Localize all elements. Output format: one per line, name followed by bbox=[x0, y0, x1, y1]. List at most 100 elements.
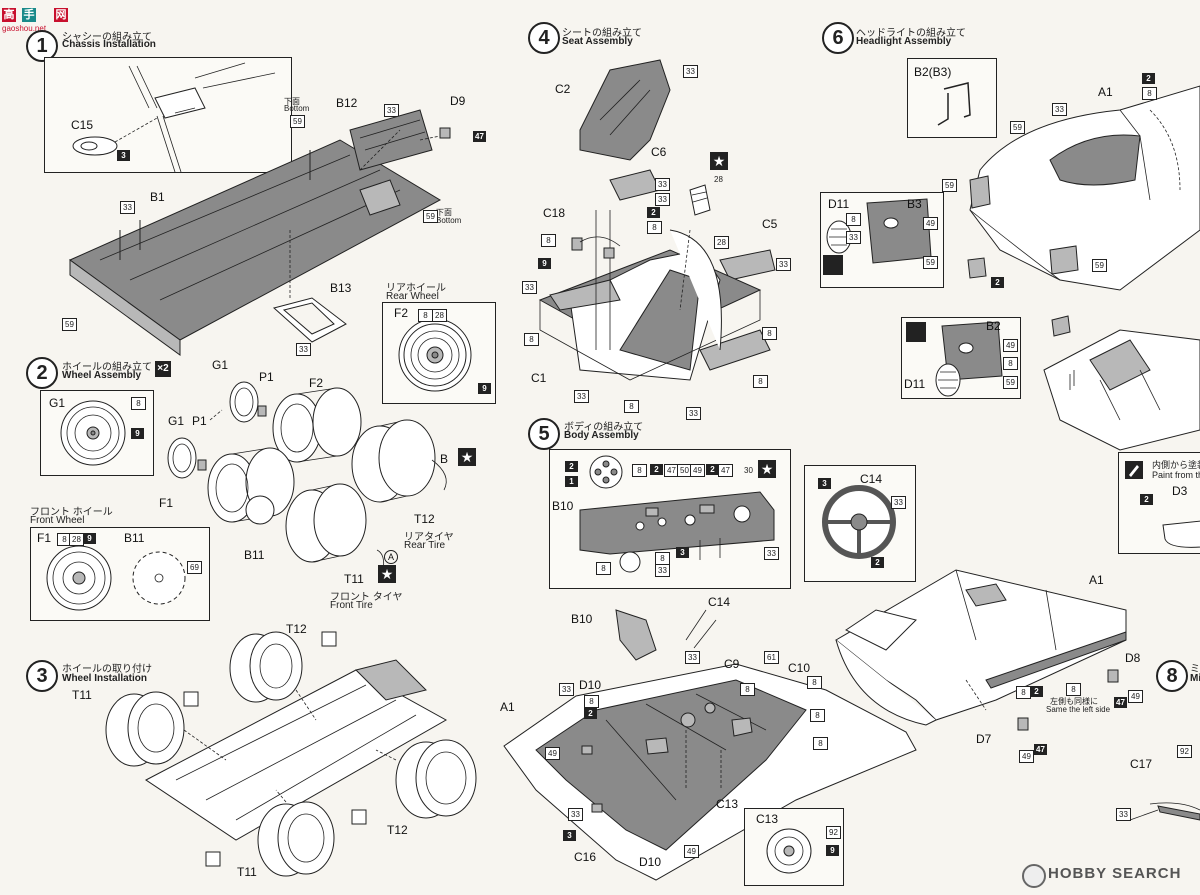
paint-code-8: 8 bbox=[131, 397, 146, 410]
paint-code-8: 8 bbox=[1066, 683, 1081, 696]
steering-wheel-box bbox=[804, 465, 916, 582]
headlight-bracket-box bbox=[907, 58, 997, 138]
watermark-logo-char: 高 bbox=[2, 8, 16, 22]
part-label-c9: C9 bbox=[724, 657, 740, 671]
paint-inside-en: Paint from the bbox=[1152, 470, 1200, 480]
paint-note-drawing bbox=[1125, 461, 1200, 548]
paint-code-28: 28 bbox=[432, 309, 447, 322]
watermark-logo-char: 网 bbox=[54, 8, 68, 22]
paint-code-28: 28 bbox=[69, 533, 84, 546]
paint-code-2: 2 bbox=[1030, 686, 1043, 697]
paint-code-33: 33 bbox=[1052, 103, 1067, 116]
watermark-site: gaoshou.net bbox=[2, 24, 47, 33]
part-label-a1: A1 bbox=[1089, 573, 1104, 587]
paint-code-49: 49 bbox=[1019, 750, 1034, 763]
paint-code-33: 33 bbox=[764, 547, 779, 560]
paint-code-47: 47 bbox=[718, 464, 733, 477]
paint-code-47: 47 bbox=[1034, 744, 1047, 755]
chassis-drawing bbox=[69, 109, 451, 356]
paint-code-33: 33 bbox=[846, 231, 861, 244]
seat-assembly-drawing bbox=[538, 59, 776, 381]
star-icon: ★ bbox=[378, 565, 396, 583]
part-label-f2: F2 bbox=[394, 306, 409, 320]
part-label-d8: D8 bbox=[1125, 651, 1141, 665]
paint-code-59: 59 bbox=[423, 210, 438, 223]
paint-code-61: 61 bbox=[764, 651, 779, 664]
part-label-d11: D11 bbox=[828, 197, 850, 211]
part-label-p1: P1 bbox=[259, 370, 274, 384]
hobby-search-watermark: HOBBY SEARCH bbox=[1048, 865, 1182, 882]
part-label-c13: C13 bbox=[716, 797, 739, 811]
part-label-b2: B2 bbox=[986, 319, 1001, 333]
part-label-f1: F1 bbox=[159, 496, 174, 510]
paint-code-59: 59 bbox=[1003, 376, 1018, 389]
paint-note-box bbox=[1118, 452, 1200, 554]
part-label-t11: T11 bbox=[72, 688, 92, 702]
part-label-c18: C18 bbox=[543, 206, 566, 220]
paint-code-92: 92 bbox=[1177, 745, 1192, 758]
step-1-title-en: Chassis Installation bbox=[62, 39, 156, 50]
paint-code-33: 33 bbox=[120, 201, 135, 214]
paint-code-59: 59 bbox=[1010, 121, 1025, 134]
star-icon: ★ bbox=[758, 460, 776, 478]
paint-code-8: 8 bbox=[846, 213, 861, 226]
c15-detail-drawing bbox=[72, 62, 276, 173]
rear-wheel-en: Rear Wheel bbox=[386, 291, 439, 302]
paint-code-8: 8 bbox=[418, 309, 433, 322]
star-icon: ★ bbox=[710, 152, 728, 170]
part-label-d10: D10 bbox=[639, 855, 662, 869]
part-label-a1: A1 bbox=[1098, 85, 1113, 99]
paint-code-9: 9 bbox=[83, 533, 96, 544]
paint-code-49: 49 bbox=[923, 217, 938, 230]
rear-wheel-jp: リアホイール bbox=[386, 283, 446, 294]
paint-code-33: 33 bbox=[683, 65, 698, 78]
step-5-title-en: Body Assembly bbox=[564, 430, 639, 441]
step-1-detail-box bbox=[44, 57, 292, 173]
part-label-c14: C14 bbox=[860, 472, 883, 486]
paint-code-33: 33 bbox=[655, 564, 670, 577]
step-4-title-jp: シートの組み立て bbox=[562, 28, 642, 39]
b13-drawing bbox=[272, 297, 347, 343]
paint-code-1: 1 bbox=[565, 476, 578, 487]
part-label-p1: P1 bbox=[192, 414, 207, 428]
part-label-b2b3: B2(B3) bbox=[914, 65, 952, 79]
paint-code-33: 33 bbox=[574, 390, 589, 403]
part-label-b11: B11 bbox=[124, 531, 145, 545]
front-tire-en: Front Tire bbox=[330, 600, 373, 611]
front-tire-jp: フロント タイヤ bbox=[330, 592, 403, 603]
paint-code-9: 9 bbox=[131, 428, 144, 439]
paint-code-8: 8 bbox=[740, 683, 755, 696]
paint-code-8: 8 bbox=[810, 709, 825, 722]
paint-code-3: 3 bbox=[563, 830, 576, 841]
wheel-assembly-drawing bbox=[167, 381, 447, 576]
paint-code-33: 33 bbox=[655, 193, 670, 206]
paint-code-2: 2 bbox=[991, 277, 1004, 288]
bottom-label-jp-2: 下面 bbox=[436, 208, 452, 217]
headlight-d11-box-2 bbox=[901, 317, 1021, 399]
paint-code-47: 47 bbox=[1114, 697, 1127, 708]
paint-code-33: 33 bbox=[568, 808, 583, 821]
paint-code-59: 59 bbox=[942, 179, 957, 192]
part-label-g1: G1 bbox=[168, 414, 185, 428]
step-6-title-jp: ヘッドライトの組み立て bbox=[856, 28, 966, 39]
part-label-c14: C14 bbox=[708, 595, 731, 609]
step-5-title-jp: ボディの組み立て bbox=[564, 422, 644, 433]
part-label-t11: T11 bbox=[344, 572, 364, 586]
paint-code-49: 49 bbox=[1003, 339, 1018, 352]
quantity-badge: ×2 bbox=[155, 361, 171, 377]
paint-code-49: 49 bbox=[545, 747, 560, 760]
step-2-title-en: Wheel Assembly bbox=[62, 370, 142, 381]
step-1-title-jp: シャシーの組み立て bbox=[62, 32, 152, 43]
part-label-b11: B11 bbox=[244, 548, 265, 562]
part-label-b10: B10 bbox=[552, 499, 574, 513]
front-wheel-jp: フロント ホイール bbox=[30, 507, 113, 518]
part-label-t12: T12 bbox=[286, 622, 307, 636]
part-label-c1: C1 bbox=[531, 371, 547, 385]
paint-code-3: 3 bbox=[117, 150, 130, 161]
paint-code-33: 33 bbox=[776, 258, 791, 271]
part-label-d10: D10 bbox=[579, 678, 602, 692]
step-4-number: 4 bbox=[528, 22, 560, 54]
part-label-b-mark: B bbox=[440, 452, 449, 466]
part-label-c15: C15 bbox=[71, 118, 94, 132]
same-left-jp: 左側も同様に bbox=[1050, 697, 1098, 706]
